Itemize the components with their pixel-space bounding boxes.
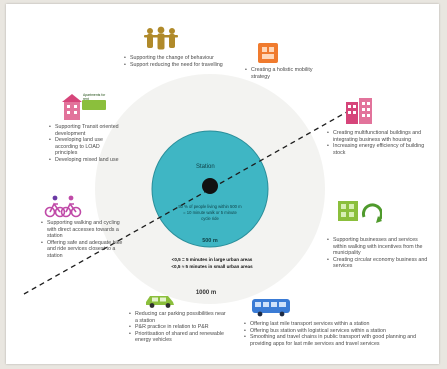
list-item: Reducing car parking possibilities near …: [129, 311, 227, 324]
list-item: Prioritisation of shared and renewable e…: [129, 331, 227, 344]
list-item: Increasing energy efficiency of building…: [327, 143, 429, 156]
buildings-icon: [346, 98, 372, 124]
people-group-icon: [144, 26, 178, 50]
diagram-sheet: Station 50 % of people living within 500…: [6, 4, 439, 364]
house-sign-text: Apartments for rent: [83, 93, 106, 101]
list-item: Creating circular economy business and s…: [327, 257, 431, 270]
business-recycle-icon: [338, 201, 382, 223]
list-item: Offering bus station with logistical ser…: [244, 328, 422, 335]
car-icon: [146, 296, 174, 308]
station-dot: [202, 178, 218, 194]
list-item: Developing land use according to LOAD pr…: [49, 137, 121, 157]
walk-note-line-2: <0,5 ≈ 5 minutes in small urban areas: [171, 264, 253, 269]
dashed-axis-line: [23, 103, 362, 295]
list-item: Creating a holistic mobility strategy: [245, 67, 317, 80]
walking-cycling-list: Supporting walking and cycling with dire…: [41, 220, 127, 260]
list-item: Support reducing the need for travelling: [124, 62, 234, 69]
inner-zone-line-2: = 10 minute walk or 5 minute: [183, 210, 237, 215]
list-item: Supporting the change of behaviour: [124, 55, 234, 62]
bus-icon: [252, 299, 290, 317]
station-label: Station: [196, 164, 215, 170]
multifunctional-buildings-list: Creating multifunctional buildings and i…: [327, 130, 429, 156]
radius-500-label: 500 m: [202, 238, 218, 244]
radius-1000-label: 1000 m: [196, 290, 216, 296]
station-diagram: Station 50 % of people living within 500…: [23, 74, 362, 304]
inner-zone-line-3: cycle ride: [201, 216, 219, 221]
list-item: P&R practice in relation to P&R: [129, 324, 227, 331]
public-transport-list: Offering last mile transport services wi…: [244, 321, 422, 347]
list-item: Supporting businesses and services withi…: [327, 237, 431, 257]
mobility-strategy-icon: [258, 43, 278, 63]
list-item: Offering safe and adequate bike and ride…: [41, 240, 127, 260]
cyclists-icon: [44, 195, 82, 218]
car-parking-list: Reducing car parking possibilities near …: [129, 311, 227, 344]
list-item: Smoothing and travel chains in public tr…: [244, 334, 422, 347]
inner-zone-line-1: 50 % of people living within 500 m: [178, 204, 242, 209]
apartment-house-icon: [62, 94, 106, 120]
list-item: Creating multifunctional buildings and i…: [327, 130, 429, 143]
list-item: Developing mixed land use: [49, 157, 121, 164]
list-item: Supporting Transit oriented development: [49, 124, 121, 137]
transit-development-list: Supporting Transit oriented development …: [49, 124, 121, 164]
list-item: Supporting walking and cycling with dire…: [41, 220, 127, 240]
list-item: Offering last mile transport services wi…: [244, 321, 422, 328]
walk-note-line-1: <0,5 = 5 minutes in large urban areas: [172, 257, 253, 262]
holistic-strategy-list: Creating a holistic mobility strategy: [245, 67, 317, 80]
behaviour-change-list: Supporting the change of behaviour Suppo…: [124, 55, 234, 68]
business-services-list: Supporting businesses and services withi…: [327, 237, 431, 270]
